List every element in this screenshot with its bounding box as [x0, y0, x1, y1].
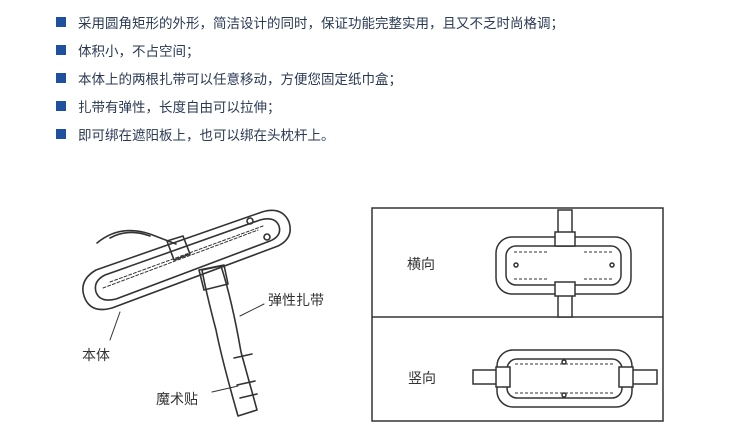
stitch-line [515, 363, 615, 394]
holder-frame-inner [94, 218, 281, 301]
stitch-line [102, 225, 264, 289]
feature-item: 体积小，不占空间； [56, 38, 564, 66]
velcro-line [239, 393, 258, 399]
leader-line-strap [239, 303, 265, 317]
diagram-border [371, 207, 664, 422]
square-bullet-icon [56, 17, 66, 27]
strap-left-clip [495, 366, 511, 388]
feature-list: 采用圆角矩形的外形，简洁设计的同时，保证功能完整实用，且又不乏时尚格调； 体积小… [56, 10, 564, 150]
stitch-line [514, 251, 612, 280]
strap-bottom-clip [554, 281, 576, 297]
strap-right-clip [618, 366, 634, 388]
feature-item: 本体上的两根扎带可以任意移动，方便您固定纸巾盒； [56, 66, 564, 94]
horizontal-mode-holder [495, 209, 632, 318]
strap-top-clip [554, 231, 576, 247]
vertical-mode-holder [472, 349, 658, 408]
feature-item: 扎带有弹性，长度自由可以拉伸； [56, 94, 564, 122]
label-vertical: 竖向 [408, 371, 436, 387]
feature-text: 本体上的两根扎带可以任意移动，方便您固定纸巾盒； [78, 72, 402, 88]
rivet [263, 233, 271, 241]
feature-text: 扎带有弹性，长度自由可以拉伸； [78, 100, 281, 116]
rivet [561, 392, 567, 398]
elastic-strap [201, 265, 258, 417]
rivet [513, 262, 519, 268]
strap-clip [198, 264, 229, 291]
rivet [561, 359, 567, 365]
feature-item: 采用圆角矩形的外形，简洁设计的同时，保证功能完整实用，且又不乏时尚格调； [56, 10, 564, 38]
leader-line-velcro [211, 385, 239, 393]
square-bullet-icon [56, 101, 66, 111]
velcro-line [233, 353, 253, 359]
leader-line-body [109, 311, 121, 341]
strap-end-curve-inner [109, 231, 151, 239]
square-bullet-icon [56, 73, 66, 83]
square-bullet-icon [56, 129, 66, 139]
strap-end-curve [96, 229, 177, 245]
label-elastic-strap: 弹性扎带 [268, 293, 324, 309]
feature-text: 即可绑在遮阳板上，也可以绑在头枕杆上。 [78, 128, 335, 144]
label-body: 本体 [82, 348, 110, 364]
upper-strap-band [166, 235, 191, 261]
holder-drawing [82, 209, 291, 417]
rivet [246, 217, 254, 225]
velcro-line [236, 380, 256, 386]
square-bullet-icon [56, 45, 66, 55]
feature-text: 采用圆角矩形的外形，简洁设计的同时，保证功能完整实用，且又不乏时尚格调； [78, 16, 564, 32]
label-velcro: 魔术贴 [156, 392, 198, 408]
feature-item: 即可绑在遮阳板上，也可以绑在头枕杆上。 [56, 122, 564, 150]
rivet [609, 262, 615, 268]
holder-frame-outer [82, 209, 291, 311]
feature-text: 体积小，不占空间； [78, 44, 200, 60]
orientation-diagram [371, 207, 664, 422]
holder-inner [506, 358, 623, 399]
holder-inner [505, 245, 622, 286]
label-horizontal: 横向 [407, 257, 435, 273]
